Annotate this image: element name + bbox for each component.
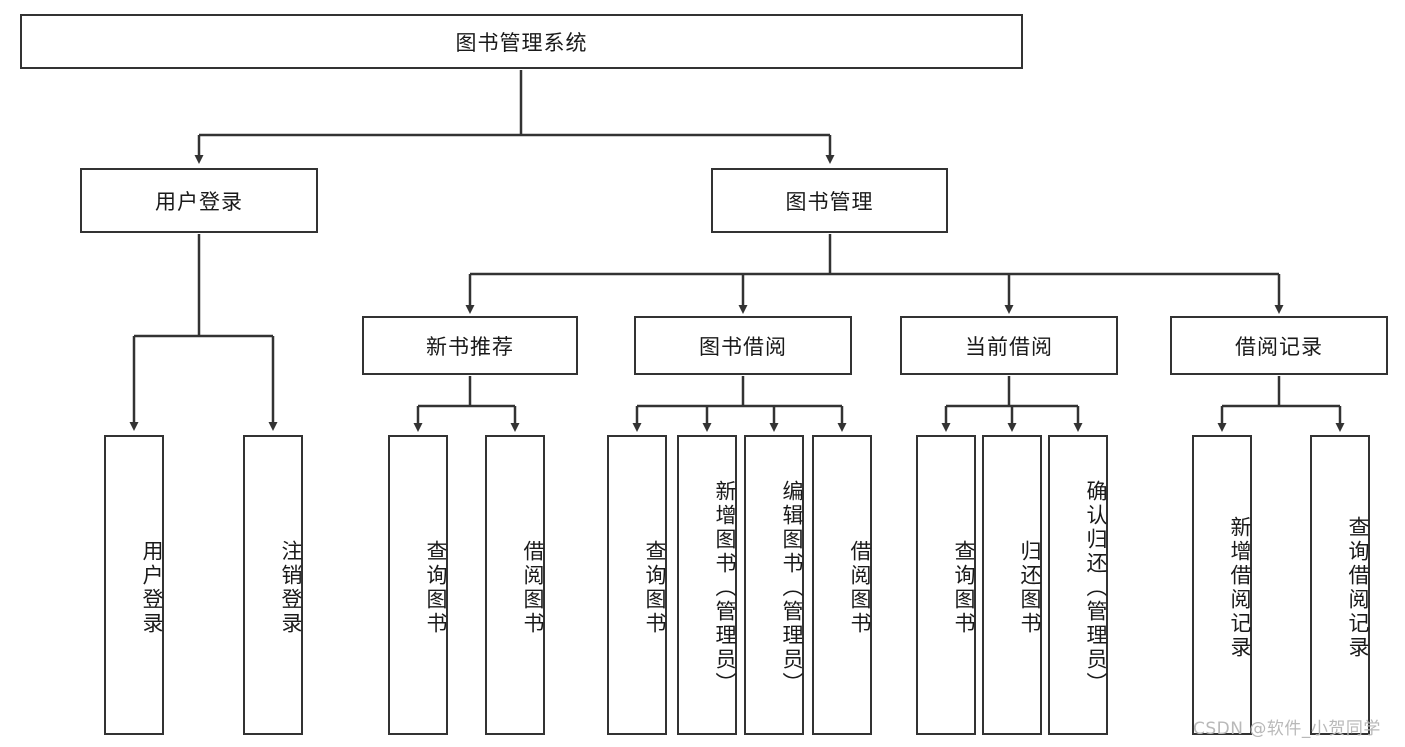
leaf-new-book-borrow-label: 借阅图书 [521, 540, 545, 636]
node-root-system-label: 图书管理系统 [455, 30, 588, 55]
node-borrow-record[interactable]: 借阅记录 [1170, 316, 1388, 375]
node-current-borrow-label: 当前借阅 [965, 334, 1053, 359]
leaf-query-borrow-record-label: 查询借阅记录 [1346, 516, 1370, 660]
node-book-management[interactable]: 图书管理 [711, 168, 948, 233]
node-current-borrow[interactable]: 当前借阅 [900, 316, 1118, 375]
csdn-watermark: CSDN @软件_小贺同学 [1193, 719, 1381, 739]
leaf-user-logout[interactable]: 注销登录 [243, 435, 303, 735]
node-new-book-recommend-label: 新书推荐 [426, 334, 514, 359]
node-book-borrow-label: 图书借阅 [699, 334, 787, 359]
leaf-borrow-query-book[interactable]: 查询图书 [607, 435, 667, 735]
leaf-current-query-book[interactable]: 查询图书 [916, 435, 976, 735]
leaf-add-book-admin[interactable]: 新增图书（管理员） [677, 435, 737, 735]
leaf-new-book-borrow[interactable]: 借阅图书 [485, 435, 545, 735]
leaf-borrow-query-book-label: 查询图书 [643, 540, 667, 636]
leaf-current-query-book-label: 查询图书 [952, 540, 976, 636]
leaf-borrow-book-label: 借阅图书 [848, 540, 872, 636]
leaf-user-login-label: 用户登录 [140, 540, 164, 636]
leaf-return-book[interactable]: 归还图书 [982, 435, 1042, 735]
leaf-add-borrow-record[interactable]: 新增借阅记录 [1192, 435, 1252, 735]
leaf-add-borrow-record-label: 新增借阅记录 [1228, 516, 1252, 660]
node-user-login-label: 用户登录 [155, 189, 243, 214]
node-book-borrow[interactable]: 图书借阅 [634, 316, 852, 375]
node-book-management-label: 图书管理 [785, 189, 874, 214]
leaf-edit-book-admin-label: 编辑图书（管理员） [780, 480, 804, 696]
node-borrow-record-label: 借阅记录 [1235, 334, 1323, 359]
leaf-query-borrow-record[interactable]: 查询借阅记录 [1310, 435, 1370, 735]
leaf-add-book-admin-label: 新增图书（管理员） [713, 480, 737, 696]
node-user-login[interactable]: 用户登录 [80, 168, 318, 233]
node-new-book-recommend[interactable]: 新书推荐 [362, 316, 578, 375]
leaf-borrow-book[interactable]: 借阅图书 [812, 435, 872, 735]
leaf-confirm-return-admin[interactable]: 确认归还（管理员） [1048, 435, 1108, 735]
leaf-new-book-query-label: 查询图书 [424, 540, 448, 636]
leaf-user-logout-label: 注销登录 [279, 540, 303, 636]
leaf-new-book-query[interactable]: 查询图书 [388, 435, 448, 735]
node-root-system[interactable]: 图书管理系统 [20, 14, 1023, 69]
leaf-edit-book-admin[interactable]: 编辑图书（管理员） [744, 435, 804, 735]
leaf-user-login[interactable]: 用户登录 [104, 435, 164, 735]
leaf-confirm-return-admin-label: 确认归还（管理员） [1084, 480, 1108, 696]
leaf-return-book-label: 归还图书 [1018, 540, 1042, 636]
